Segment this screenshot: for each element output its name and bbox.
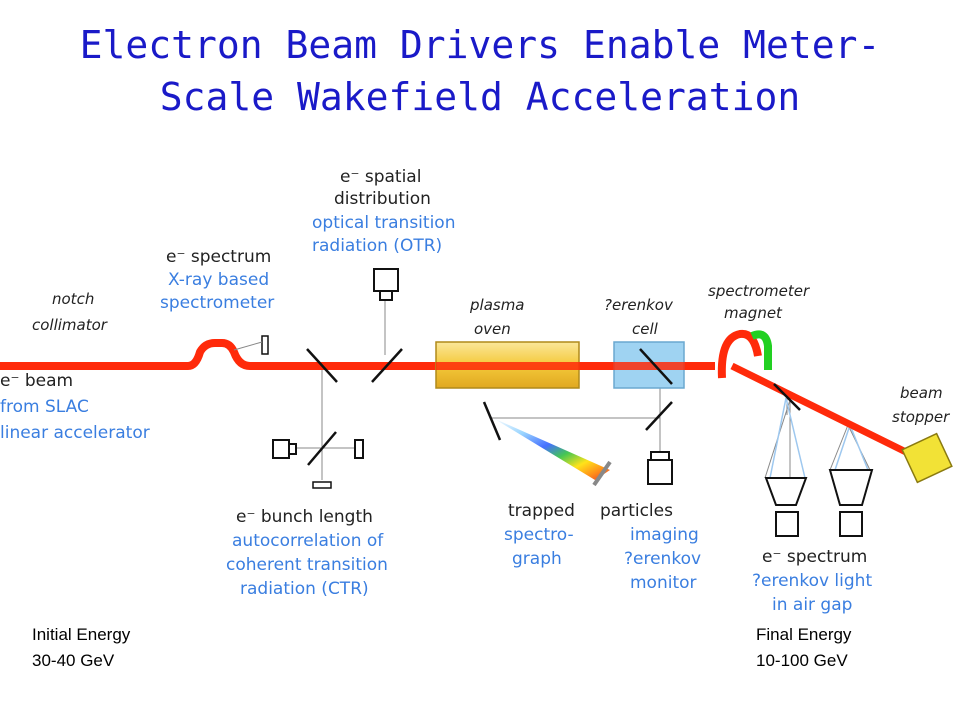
xray-label-2: spectrometer: [160, 293, 274, 313]
notch-label-2: collimator: [32, 316, 108, 334]
spatial-label-1: e⁻ spatial: [340, 167, 421, 187]
magnet-beam-curve: [717, 329, 762, 379]
spectrum-label: e⁻ spectrum: [166, 247, 271, 267]
final-energy-label: Final Energy: [756, 625, 852, 644]
mirrors: [306, 348, 801, 466]
particles-label: particles: [600, 501, 673, 521]
ctr-detector-icon: [272, 439, 297, 459]
stopper-label-1: beam: [900, 384, 943, 402]
spatial-label-2: distribution: [334, 189, 431, 209]
beam-label-2: from SLAC: [0, 397, 89, 417]
trapped-label: trapped: [508, 501, 575, 521]
air-gap-camera-2-icon: [828, 469, 874, 537]
cerenkov-light-cones: [769, 397, 869, 479]
final-energy-value: 10-100 GeV: [756, 651, 848, 670]
air-gap-label-1: ?erenkov light: [752, 571, 872, 591]
imaging-label-1: imaging: [630, 525, 699, 545]
xray-label-1: X-ray based: [168, 270, 269, 290]
imaging-label-2: ?erenkov: [624, 549, 701, 569]
otr-label-2: radiation (OTR): [312, 236, 442, 256]
initial-energy-value: 30-40 GeV: [32, 651, 115, 670]
plasma-label-1: plasma: [469, 296, 525, 314]
otr-label-1: optical transition: [312, 213, 455, 233]
air-gap-label-2: in air gap: [772, 595, 852, 615]
spectrometer-magnet-label-1: spectrometer: [708, 282, 810, 300]
ctr-label-2: coherent transition: [226, 555, 388, 575]
beam-label-1: e⁻ beam: [0, 371, 73, 391]
ctr-label-3: radiation (CTR): [240, 579, 369, 599]
initial-energy: Initial Energy 30-40 GeV: [32, 622, 130, 674]
initial-energy-label: Initial Energy: [32, 625, 131, 644]
notch-label-1: notch: [52, 290, 94, 308]
spectrograph-label-1: spectro-: [504, 525, 574, 545]
cerenkov-cell-label-2: cell: [632, 320, 659, 338]
spectrograph-label-2: graph: [512, 549, 562, 569]
stopper-label-2: stopper: [892, 408, 950, 426]
final-energy: Final Energy 10-100 GeV: [756, 622, 851, 674]
beam-stopper: [901, 432, 953, 484]
plasma-label-2: oven: [474, 320, 511, 338]
air-gap-camera-1-icon: [764, 477, 808, 537]
bunch-length-label: e⁻ bunch length: [236, 507, 373, 527]
xray-path: [233, 341, 263, 351]
deflected-beam: [730, 362, 914, 459]
ctr-label-1: autocorrelation of: [232, 531, 384, 551]
title-line-1: Electron Beam Drivers Enable Meter-: [79, 23, 881, 67]
imaging-camera-icon: [647, 451, 673, 485]
ctr-detector-right-icon: [354, 439, 364, 459]
spectrograph-fan: [493, 418, 610, 480]
imaging-label-3: monitor: [630, 573, 697, 593]
cerenkov-cell-label-1: ?erenkov: [604, 296, 674, 314]
spectrometer-magnet-label-2: magnet: [724, 304, 783, 322]
diagram-labels: e⁻ spatial distribution optical transiti…: [0, 167, 950, 615]
xray-spectrometer-detector: [261, 335, 269, 355]
otr-camera-icon: [373, 268, 399, 301]
title-line-2: Scale Wakefield Acceleration: [159, 75, 801, 119]
beam-label-3: linear accelerator: [0, 423, 150, 443]
spectrograph-screen: [592, 460, 612, 487]
air-gap-spectrum-label: e⁻ spectrum: [762, 547, 867, 567]
ctr-detector-bottom-icon: [312, 481, 332, 489]
electron-beam: [0, 339, 715, 370]
spectrometer-magnet: [750, 330, 772, 370]
